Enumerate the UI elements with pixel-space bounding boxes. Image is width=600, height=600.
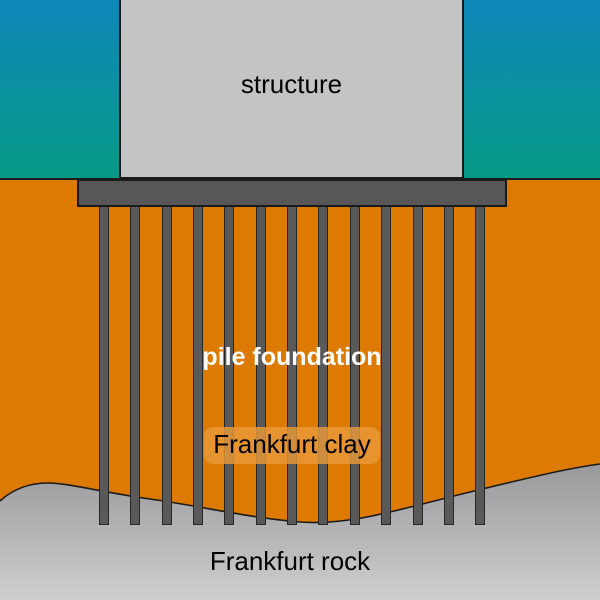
pile [443, 205, 454, 525]
pile [381, 205, 392, 525]
structure-label: structure [240, 69, 343, 99]
pile [412, 205, 423, 525]
pile [255, 205, 266, 525]
pile [318, 205, 329, 525]
pile [349, 205, 360, 525]
structure-block: structure [119, 0, 464, 179]
pile [161, 205, 172, 525]
pile [475, 205, 486, 525]
pile [193, 205, 204, 525]
pile [99, 205, 109, 525]
pile-cap [77, 179, 507, 207]
pile [130, 205, 141, 525]
pile [224, 205, 235, 525]
pile [287, 205, 298, 525]
